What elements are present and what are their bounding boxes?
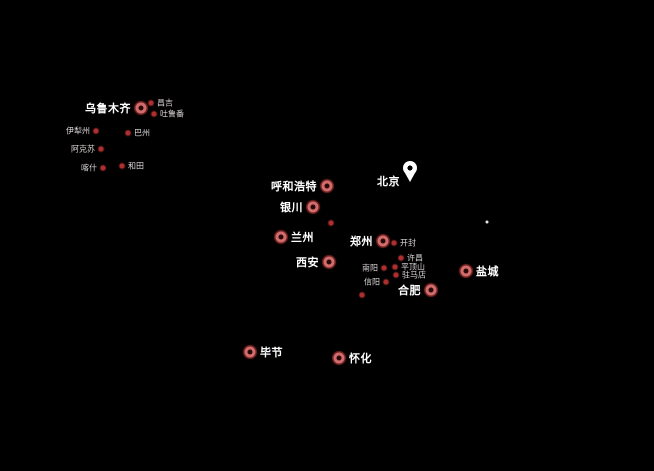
city-ring-marker-icon	[321, 180, 333, 192]
city-label: 伊犁州	[66, 126, 90, 136]
city-dot-marker-icon	[151, 111, 157, 117]
city-ring-marker-icon	[244, 346, 256, 358]
city-label: 巴州	[134, 128, 150, 138]
city-ring-marker-icon	[135, 102, 147, 114]
city-label: 毕节	[260, 347, 283, 359]
city-label: 驻马店	[402, 270, 426, 280]
city-ring-marker-icon	[275, 231, 287, 243]
city-label: 喀什	[81, 163, 97, 173]
city-label: 盐城	[476, 266, 499, 278]
city-label: 南阳	[362, 263, 378, 273]
city-label: 呼和浩特	[271, 181, 317, 193]
city-label: 怀化	[349, 353, 372, 365]
city-dot-marker-icon	[393, 272, 399, 278]
city-label: 吐鲁番	[160, 109, 184, 119]
city-label: 兰州	[291, 232, 314, 244]
location-pin-icon	[402, 161, 418, 183]
city-dot-marker-icon	[125, 130, 131, 136]
city-ring-marker-icon	[333, 352, 345, 364]
city-label: 昌吉	[157, 98, 173, 108]
city-ring-marker-icon	[425, 284, 437, 296]
white-dot-marker-icon	[485, 220, 489, 224]
city-label: 平顶山	[401, 262, 425, 272]
city-dot-marker-icon	[119, 163, 125, 169]
city-ring-marker-icon	[307, 201, 319, 213]
city-label: 和田	[128, 161, 144, 171]
city-dot-marker-icon	[328, 220, 334, 226]
city-dot-marker-icon	[359, 292, 365, 298]
city-ring-marker-icon	[460, 265, 472, 277]
city-label: 信阳	[364, 277, 380, 287]
city-dot-marker-icon	[100, 165, 106, 171]
city-dot-marker-icon	[98, 146, 104, 152]
city-dot-marker-icon	[93, 128, 99, 134]
city-label: 开封	[400, 238, 416, 248]
city-label: 阿克苏	[71, 144, 95, 154]
city-label: 银川	[280, 202, 303, 214]
city-label: 西安	[296, 257, 319, 269]
city-dot-marker-icon	[391, 240, 397, 246]
city-ring-marker-icon	[377, 235, 389, 247]
city-ring-marker-icon	[323, 256, 335, 268]
city-label: 北京	[377, 176, 400, 188]
city-dot-marker-icon	[398, 255, 404, 261]
city-label: 郑州	[350, 236, 373, 248]
city-label: 合肥	[398, 285, 421, 297]
city-dot-marker-icon	[383, 279, 389, 285]
city-dot-marker-icon	[392, 264, 398, 270]
city-label: 许昌	[407, 253, 423, 263]
city-label: 乌鲁木齐	[85, 103, 131, 115]
city-dot-marker-icon	[148, 100, 154, 106]
city-dot-marker-icon	[381, 265, 387, 271]
